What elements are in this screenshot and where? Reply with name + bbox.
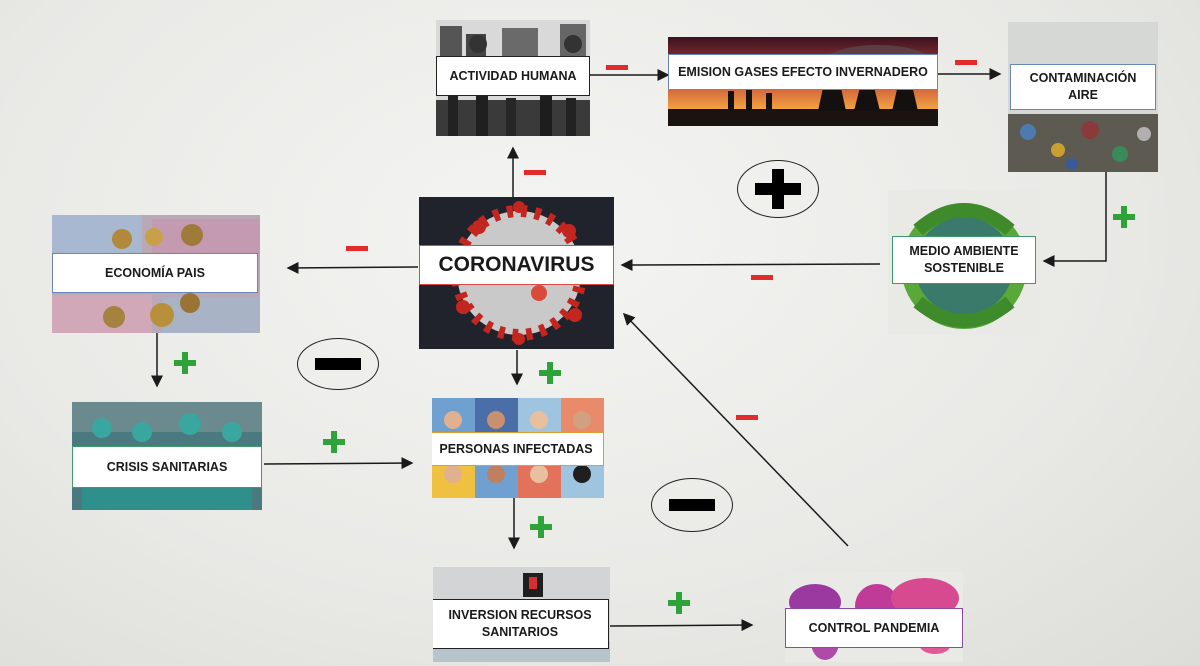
- label-crisis-sanitarias: CRISIS SANITARIAS: [72, 446, 262, 488]
- node-medio-ambiente: MEDIO AMBIENTE SOSTENIBLE: [888, 190, 1040, 335]
- polarity-coronavirus-personas: [539, 362, 561, 384]
- node-emision-gases: EMISION GASES EFECTO INVERNADERO: [668, 37, 938, 126]
- label-coronavirus: CORONAVIRUS: [419, 245, 614, 285]
- polarity-economia-crisis: [174, 352, 196, 374]
- loop-balancing-control: [651, 478, 733, 532]
- link-coronavirus-economia: [286, 261, 419, 274]
- node-personas-infectadas: PERSONAS INFECTADAS: [432, 398, 604, 498]
- polarity-personas-inversion: [530, 516, 552, 538]
- label-emision-gases: EMISION GASES EFECTO INVERNADERO: [668, 54, 938, 90]
- node-crisis-sanitarias: CRISIS SANITARIAS: [72, 402, 262, 510]
- label-medio-ambiente: MEDIO AMBIENTE SOSTENIBLE: [892, 236, 1036, 284]
- link-medio-coronavirus: [620, 258, 881, 271]
- link-control-coronavirus: [622, 312, 849, 547]
- node-coronavirus: CORONAVIRUS: [419, 197, 614, 349]
- label-control-pandemia: CONTROL PANDEMIA: [785, 608, 963, 648]
- node-actividad-humana: ACTIVIDAD HUMANA: [436, 20, 590, 136]
- polarity-crisis-personas: [323, 431, 345, 453]
- node-inversion-recursos: INVERSION RECURSOS SANITARIOS: [433, 567, 610, 662]
- label-contaminacion-aire: CONTAMINACIÓN AIRE: [1010, 64, 1156, 110]
- polarity-control-coronavirus: [736, 415, 758, 420]
- link-inversion-control: [609, 619, 754, 632]
- node-economia-pais: ECONOMÍA PAIS: [52, 215, 260, 333]
- loop-balancing-economy: [297, 338, 379, 390]
- loop-reinforcing-environment: [737, 160, 819, 218]
- label-economia-pais: ECONOMÍA PAIS: [52, 253, 258, 293]
- link-crisis-personas: [263, 457, 414, 470]
- polarity-coronavirus-economia: [346, 246, 368, 251]
- node-contaminacion-aire: CONTAMINACIÓN AIRE: [1008, 22, 1158, 172]
- polarity-contaminacion-medio: [1113, 206, 1135, 228]
- label-inversion-recursos: INVERSION RECURSOS SANITARIOS: [433, 599, 609, 649]
- polarity-coronavirus-actividad: [524, 170, 546, 175]
- node-control-pandemia: CONTROL PANDEMIA: [785, 572, 963, 662]
- polarity-inversion-control: [668, 592, 690, 614]
- polarity-emision-contaminacion: [955, 60, 977, 65]
- polarity-medio-coronavirus: [751, 275, 773, 280]
- polarity-actividad-emision: [606, 65, 628, 70]
- label-personas-infectadas: PERSONAS INFECTADAS: [432, 432, 604, 466]
- link-contaminacion-medio: [1042, 172, 1107, 267]
- label-actividad-humana: ACTIVIDAD HUMANA: [436, 56, 590, 96]
